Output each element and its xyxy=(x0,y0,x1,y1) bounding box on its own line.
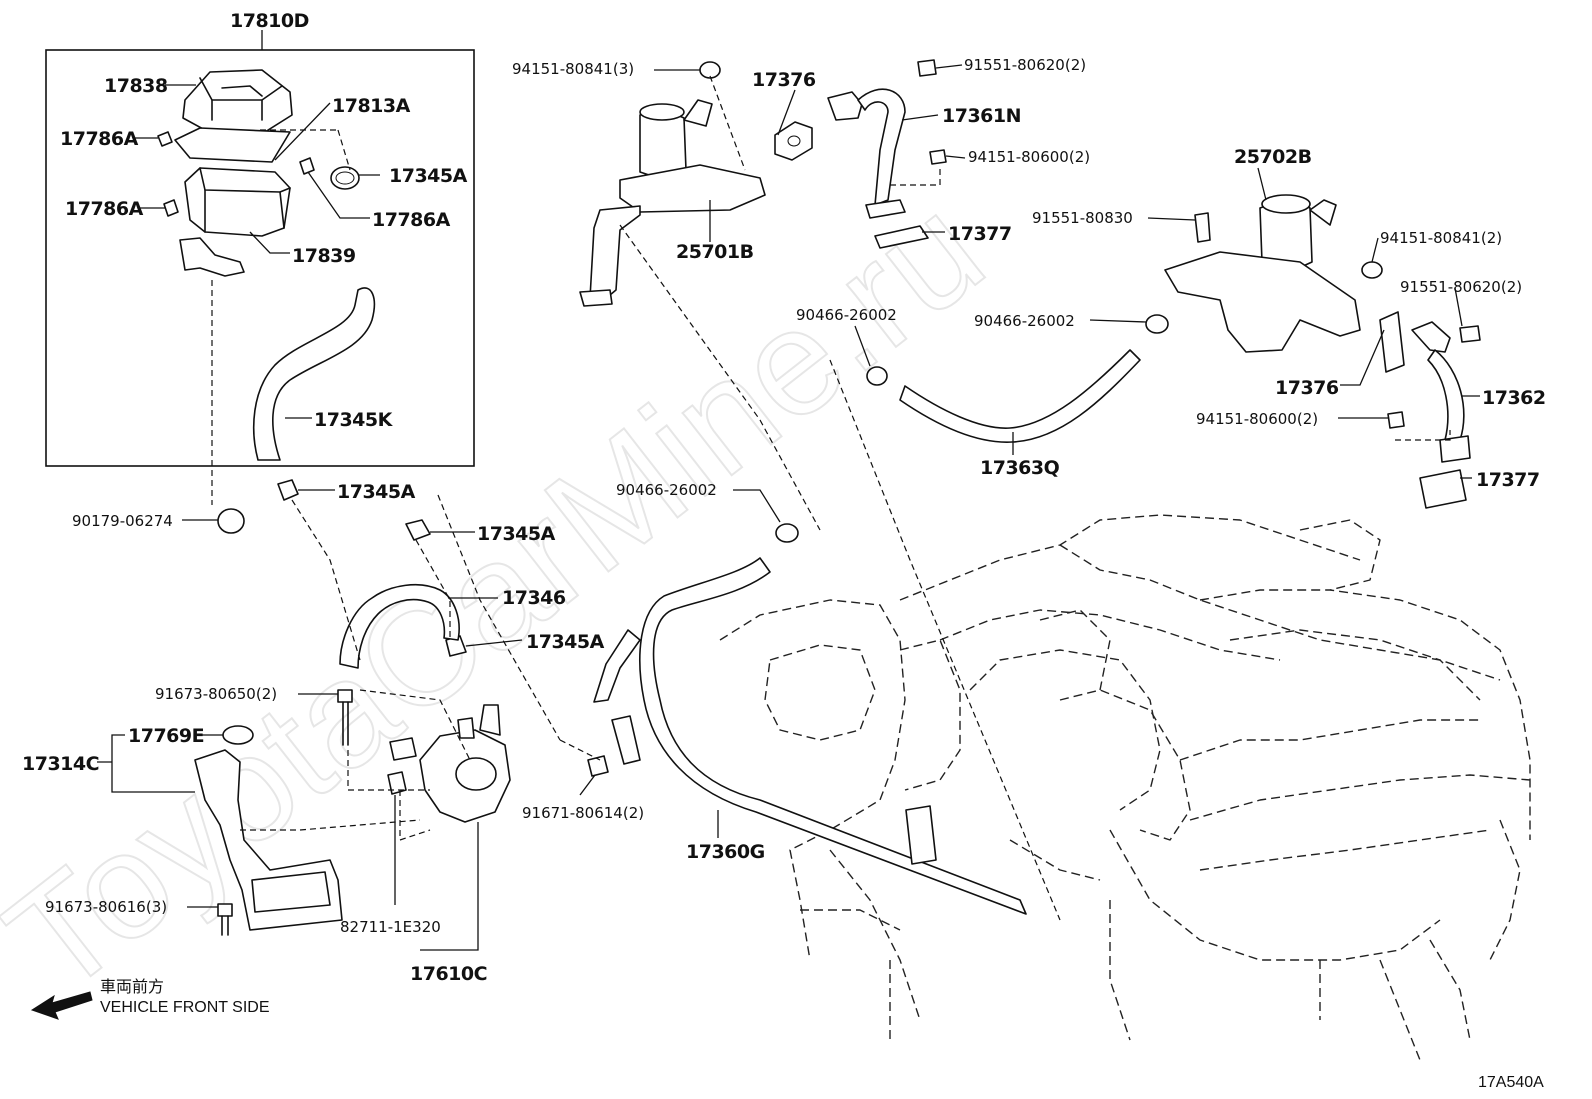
label-94151-80841-2: 94151-80841(2) xyxy=(1380,229,1502,247)
bolt-91551-80830 xyxy=(1194,212,1211,243)
air-pump-17610C xyxy=(389,704,511,823)
label-17786A-2: 17786A xyxy=(65,198,144,220)
label-17345K: 17345K xyxy=(314,409,394,431)
label-25702B: 25702B xyxy=(1234,146,1312,168)
valve-25701B xyxy=(579,99,766,307)
label-17786A-1: 17786A xyxy=(60,128,139,150)
nut-94151-80841-top xyxy=(699,61,721,79)
label-17360G: 17360G xyxy=(686,841,765,863)
leader-lines xyxy=(97,64,1480,951)
gasket-17377-top xyxy=(874,225,929,249)
bolt-91671-80614 xyxy=(587,755,609,777)
label-17769E: 17769E xyxy=(128,725,204,747)
filter-17813A xyxy=(174,127,291,163)
label-17314C: 17314C xyxy=(22,753,99,775)
pipe-17360G xyxy=(593,557,1027,915)
label-17376-2: 17376 xyxy=(1275,377,1339,399)
hose-17363Q xyxy=(899,349,1141,443)
hose-17345K xyxy=(252,287,376,461)
label-91551-80620-2: 91551-80620(2) xyxy=(1400,278,1522,296)
label-17810D: 17810D xyxy=(230,10,309,32)
front-label-en: VEHICLE FRONT SIDE xyxy=(100,999,270,1016)
gasket-17376-right xyxy=(1379,311,1405,373)
label-17786A-3: 17786A xyxy=(372,209,451,231)
part-labels: 17810D 17838 17813A 17786A 17345A 17786A… xyxy=(22,10,1546,985)
clip-17786A-3 xyxy=(299,157,315,175)
clamp-90466-c xyxy=(775,523,799,543)
engine-outline xyxy=(719,514,1531,1061)
label-17838: 17838 xyxy=(104,75,168,97)
bolt-91673-80616 xyxy=(217,903,233,936)
label-91673-80616: 91673-80616(3) xyxy=(45,898,167,916)
label-25701B: 25701B xyxy=(676,241,754,263)
label-91551-80620-1: 91551-80620(2) xyxy=(964,56,1086,74)
label-17345A-2: 17345A xyxy=(337,481,416,503)
label-17346: 17346 xyxy=(502,587,566,609)
clip-17786A-1 xyxy=(157,131,173,147)
label-17813A: 17813A xyxy=(332,95,411,117)
gasket-17377-right xyxy=(1419,469,1467,509)
case-bracket xyxy=(179,237,245,277)
label-17377-1: 17377 xyxy=(948,223,1012,245)
front-arrow-icon xyxy=(30,991,93,1020)
label-90466-26002-a: 90466-26002 xyxy=(796,306,897,324)
label-91551-80830: 91551-80830 xyxy=(1032,209,1133,227)
label-94151-80600-1: 94151-80600(2) xyxy=(968,148,1090,166)
pipe-17361N xyxy=(827,88,906,219)
dashed-connectors xyxy=(211,75,1451,921)
clamp-17345A-1 xyxy=(330,166,360,190)
bracket-17314C xyxy=(194,749,343,931)
label-94151-80841-3: 94151-80841(3) xyxy=(512,60,634,78)
clamp-17345A-3 xyxy=(405,519,431,541)
grommet-17769E xyxy=(222,725,254,745)
front-label-ja: 車両前方 xyxy=(100,978,164,996)
hose-17346 xyxy=(339,583,460,669)
canister-case-17839 xyxy=(184,167,291,237)
label-82711-1E320: 82711-1E320 xyxy=(340,918,441,936)
vehicle-front-indicator: 車両前方 VEHICLE FRONT SIDE xyxy=(30,978,270,1020)
label-17361N: 17361N xyxy=(942,105,1021,127)
label-17345A-1: 17345A xyxy=(389,165,468,187)
figure-code: 17A540A xyxy=(1478,1074,1544,1091)
assembly-box-17810D xyxy=(45,49,475,467)
sensor-82711-1E320 xyxy=(387,771,407,795)
bolt-91673-80650 xyxy=(337,689,353,746)
label-90466-26002-c: 90466-26002 xyxy=(616,481,717,499)
label-91673-80650: 91673-80650(2) xyxy=(155,685,277,703)
nut-94151-80841-right xyxy=(1361,261,1383,279)
label-90179-06274: 90179-06274 xyxy=(72,512,173,530)
clip-17786A-2 xyxy=(163,199,179,217)
grommet-90179-06274 xyxy=(217,508,245,534)
bolt-91551-80620-right xyxy=(1459,325,1481,343)
label-17363Q: 17363Q xyxy=(980,457,1060,479)
pipe-17362 xyxy=(1411,321,1471,463)
gasket-17376-top xyxy=(774,121,813,161)
label-91671-80614: 91671-80614(2) xyxy=(522,804,644,822)
label-17377-2: 17377 xyxy=(1476,469,1540,491)
label-17345A-3: 17345A xyxy=(477,523,556,545)
bolt-91551-80620-top xyxy=(917,59,937,77)
nut-94151-80600-top xyxy=(929,149,947,165)
label-17610C: 17610C xyxy=(410,963,487,985)
label-17839: 17839 xyxy=(292,245,356,267)
clamp-90466-b xyxy=(1145,314,1169,334)
label-90466-26002-b: 90466-26002 xyxy=(974,312,1075,330)
label-17376-1: 17376 xyxy=(752,69,816,91)
label-17362: 17362 xyxy=(1482,387,1546,409)
clamp-90466-a xyxy=(866,366,888,386)
label-17345A-4: 17345A xyxy=(526,631,605,653)
nut-94151-80600-right xyxy=(1387,411,1405,429)
label-94151-80600-2: 94151-80600(2) xyxy=(1196,410,1318,428)
valve-25702B xyxy=(1164,194,1361,353)
canister-cover-17838 xyxy=(182,69,293,133)
clamp-17345A-2 xyxy=(277,479,299,501)
